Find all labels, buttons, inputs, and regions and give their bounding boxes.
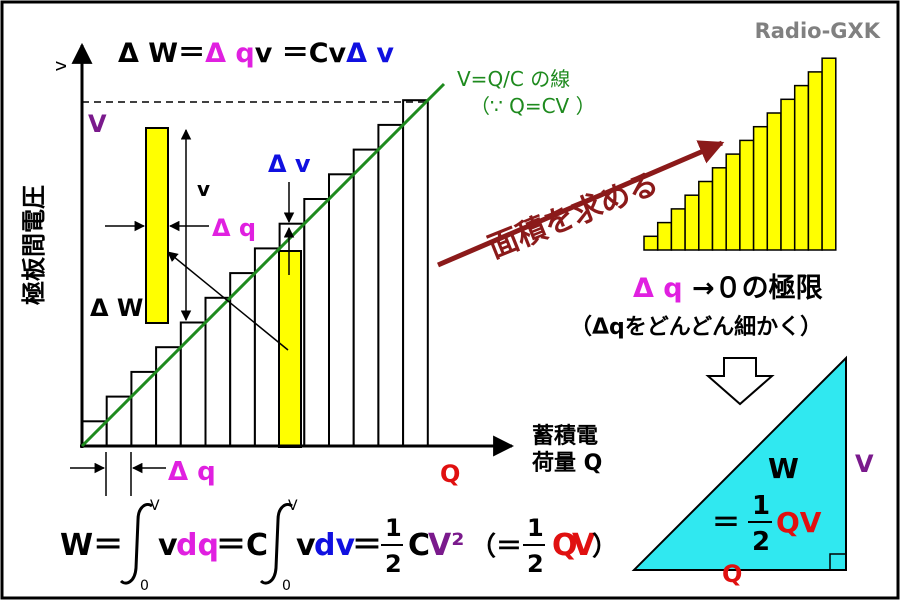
header-formula-part-2: Δ q [205,38,255,69]
integral-paren-eq: （＝ [470,532,522,562]
integral-dq: dq [176,528,219,563]
integral-q: Q [552,528,578,563]
integral-dv: dv [314,528,355,563]
v-equals-q-over-c-line [80,82,446,448]
integral-close: ） [592,532,618,562]
staircase-bar [352,148,380,447]
integral-v-squared: V² [428,528,464,563]
fine-staircase-bar [670,208,686,251]
fine-staircase-bar [725,153,741,251]
watermark-text: Radio-GXK [755,19,881,43]
integral-lower-1: 0 [140,578,149,594]
integral-v-final: V [572,528,596,563]
staircase-bar [303,198,330,447]
fine-staircase-bar [752,125,769,251]
down-arrow-icon [705,357,775,406]
fine-staircase-bar [780,98,796,251]
integral-w-eq: W＝ [60,528,123,563]
fine-staircase-bar [643,235,659,251]
triangle-w: W [768,452,799,485]
header-formula: Δ W＝Δ qv ＝CvΔ v [118,38,394,69]
triangle-numerator: 1 [752,491,770,521]
fine-staircase-bar [684,194,700,251]
q-marker: Q [440,460,460,488]
fine-staircase-bar [698,180,714,251]
fine-staircase-bar [739,139,755,251]
staircase-bar [229,272,256,447]
header-formula-part-4: Δ v [346,38,394,69]
bottom-dq-label: Δ q [168,457,216,487]
integral-v-1: v [158,528,178,563]
strip-to-inset-pointer [167,251,289,351]
triangle-equals: ＝ [712,506,740,539]
integral-c: C [408,528,430,563]
fine-staircase [643,57,837,251]
fine-staircase-bar [807,71,823,251]
y-axis-variable: v [50,60,71,71]
inset-v-label: v [197,177,210,201]
integral-frac2-num: 1 [527,514,544,542]
right-angle-mark [829,553,847,571]
integral-upper-2: V [288,498,298,514]
line-label-2: （∵ Q=CV ） [470,94,596,118]
staircase-bar [155,346,182,448]
x-axis-label-line2: 荷量 Q [532,451,602,476]
integral-upper-1: V [150,498,160,514]
staircase-bar [377,123,405,448]
integral-lower-2: 0 [282,578,291,594]
fine-staircase-bar [766,112,782,251]
fine-staircase-bar [656,221,673,251]
find-area-arrow [437,140,725,268]
header-formula-part-1: Δ W＝ [118,38,205,69]
energy-triangle [631,355,847,571]
staircase-bar [328,173,355,448]
integral-eq-c: ＝C [216,528,268,563]
inset-dq-label: Δ q [212,214,256,242]
limit-text: Δ q →０の極限 [633,273,823,304]
staircase-bar [105,395,133,448]
integral-frac1-num: 1 [385,514,402,542]
triangle-q-label: Q [722,560,742,588]
integral-sign-2 [259,503,293,585]
triangle-denominator: 2 [752,527,770,557]
inset-dw-label: Δ W [90,294,143,322]
inset-strip [145,127,169,324]
highlighted-strip [278,250,302,448]
integral-frac1-den: 2 [385,550,402,578]
line-label-1: V=Q/C の線 [457,67,570,91]
triangle-v-label: V [855,450,874,478]
header-formula-part-3: v ＝Cv [255,38,347,69]
integral-frac2-den: 2 [527,550,544,578]
staircase-bar [253,247,281,447]
limit-subtext: （Δqをどんどん細かく） [570,314,822,340]
staircase-bar [179,321,207,447]
v-marker: V [88,110,107,138]
integral-formula: W＝ V 0 v dq ＝C V 0 v dv ＝ 1 2 C V² （＝ 1 … [60,498,618,594]
fine-staircase-bar [711,167,727,251]
y-axis-label: 極板間電圧 [20,185,48,305]
x-axis-label-line1: 蓄積電 [532,424,598,449]
fine-staircase-bar [793,84,810,251]
delta-v-label: Δ v [268,150,311,178]
integral-eq: ＝ [352,528,382,563]
fine-staircase-bar [821,57,837,251]
limit-rest: →０の極限 [683,273,823,304]
integral-v-2: v [296,528,316,563]
triangle-qv: QV [776,506,822,539]
integral-sign-1 [119,503,153,585]
limit-dq: Δ q [633,273,683,304]
staircase-bar [402,99,429,447]
